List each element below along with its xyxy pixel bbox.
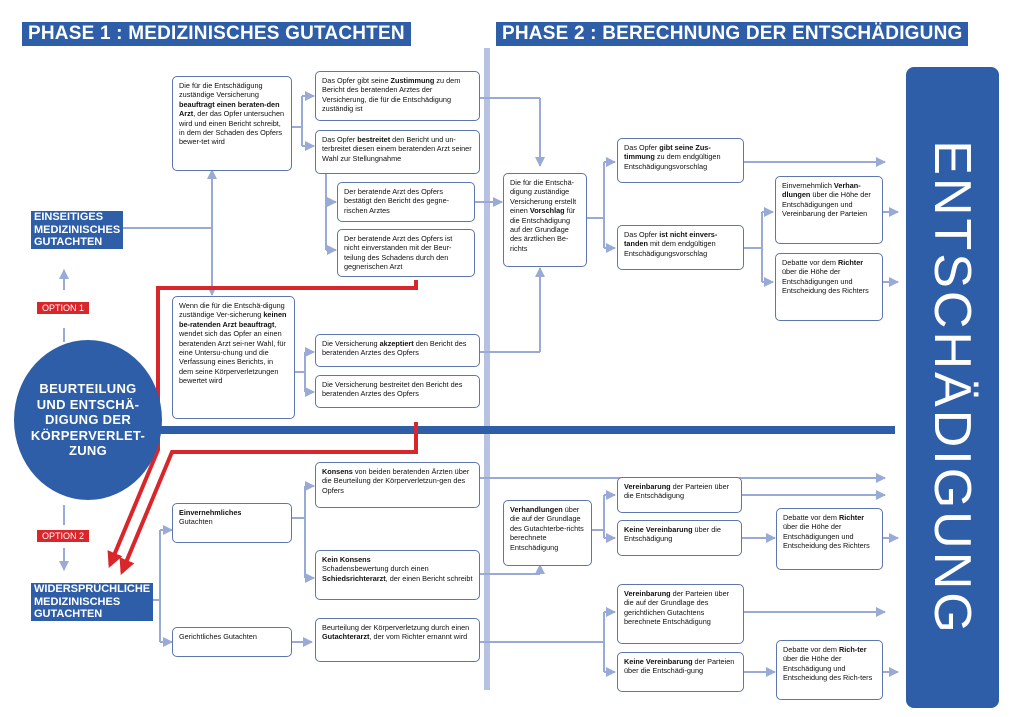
box-b24: Keine Vereinbarung der Parteien über die… [617, 652, 744, 692]
phase2-title: PHASE 2 : BERECHNUNG DER ENTSCHÄDIGUNG [496, 22, 969, 46]
box-b13: Debatte vor dem Richter über die Höhe de… [775, 253, 883, 321]
box-b9: Die für die Entschä-digung zuständige Ve… [503, 173, 587, 267]
box-b15: Konsens von beiden beratenden Ärzten übe… [315, 462, 480, 508]
box-b22: Debatte vor dem Richter über die Höhe de… [776, 508, 883, 570]
box-b7: Die Versicherung akzeptiert den Bericht … [315, 334, 480, 367]
box-b16: Kein Konsens Schadensbewertung durch ein… [315, 550, 480, 600]
box-b1: Die für die Entschädigung zuständige Ver… [172, 76, 292, 171]
box-b17: Gerichtliches Gutachten [172, 627, 292, 657]
entschaedigung-bar [906, 67, 999, 708]
box-b8: Die Versicherung bestreitet den Bericht … [315, 375, 480, 408]
box-b5: Der beratende Arzt des Opfers ist nicht … [337, 229, 475, 277]
option1-badge: OPTION 1 [37, 302, 90, 314]
label-widerspruechliche-gutachten: WIDERSPRÜCHLICHE MEDIZINISCHES GUTACHTEN [31, 583, 154, 621]
box-b19: Verhandlungen über die auf der Grundlage… [503, 500, 592, 566]
box-b23: Vereinbarung der Parteien über die auf d… [617, 584, 744, 644]
center-circle: BEURTEILUNG UND ENTSCHÄ- DIGUNG DER KÖRP… [14, 340, 162, 500]
box-b21: Keine Vereinbarung über die Entschädigun… [617, 520, 742, 556]
box-b25: Debatte vor dem Rich-ter über die Höhe d… [776, 640, 883, 700]
box-b14: Einvernehmliches Gutachten [172, 503, 292, 543]
box-b4: Der beratende Arzt des Opfers bestätigt … [337, 182, 475, 222]
box-b10: Das Opfer gibt seine Zus-timmung zu dem … [617, 138, 744, 183]
label-einseitiges-gutachten: EINSEITIGES MEDIZINISCHES GUTACHTEN [31, 211, 124, 249]
box-b12: Einvernehmlich Verhan-dlungen über die H… [775, 176, 883, 244]
option2-badge: OPTION 2 [37, 530, 90, 542]
phase1-title: PHASE 1 : MEDIZINISCHES GUTACHTEN [22, 22, 411, 46]
box-b2: Das Opfer gibt seine Zustimmung zu dem B… [315, 71, 480, 121]
box-b18: Beurteilung der Körperverletzung durch e… [315, 618, 480, 662]
box-b6: Wenn die für die Entschä-digung zuständi… [172, 296, 295, 419]
entschaedigung-title: ENTSCHÄDIGUNG [923, 140, 981, 636]
box-b11: Das Opfer ist nicht einvers-tanden mit d… [617, 225, 744, 270]
box-b20: Vereinbarung der Parteien über die Entsc… [617, 477, 742, 513]
box-b3: Das Opfer bestreitet den Bericht und un-… [315, 130, 480, 174]
